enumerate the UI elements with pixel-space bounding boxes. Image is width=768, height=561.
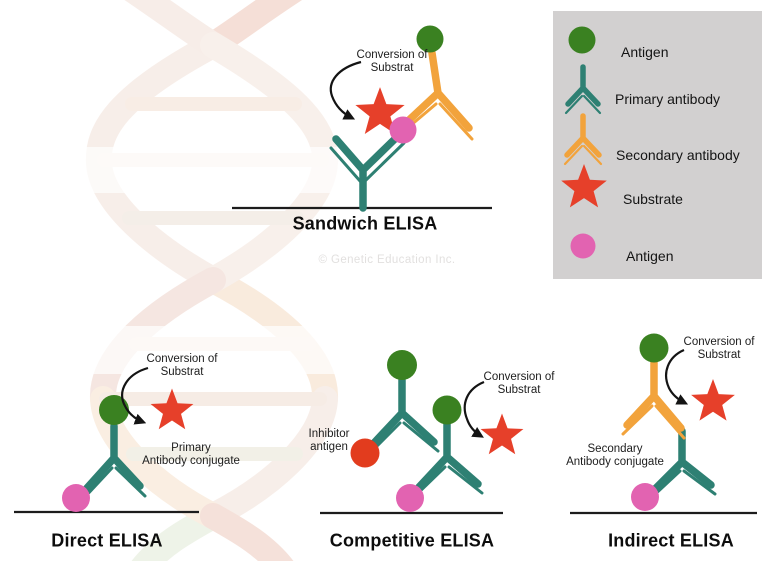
secondary-antibody-icon [621,358,686,440]
direct-elisa-figure [14,366,199,514]
inhibitor-antigen-icon [350,438,380,468]
primary-antibody-icon [329,129,406,212]
indirect-elisa-title: Indirect ELISA [608,530,734,551]
dna-helix-watermark [55,0,345,561]
primary-antibody-icon [413,420,484,498]
watermark-text: © Genetic Education Inc. [318,254,456,266]
antigen-green-icon [432,395,462,425]
primary-antibody-icon [82,422,147,500]
sandwich-elisa-figure [232,25,492,212]
conversion-arrow [665,348,689,405]
legend-box: Antigen Primary antibody Secondary antib… [553,11,762,279]
sandwich-conversion-label: Conversion of Substrat [356,49,428,74]
antigen-green-icon [416,25,444,53]
indirect-conversion-label: Conversion of Substrat [683,336,755,361]
substrate-star-icon [691,378,735,421]
competitive-inhibitor-label: Inhibitor antigen [308,428,350,453]
direct-conversion-label: Conversion of Substrat [146,353,218,378]
antigen-pink-icon [389,116,417,144]
antigen-green-icon [387,350,417,380]
primary-antibody-icon [649,427,717,500]
substrate-star-icon [150,388,194,430]
secondary-antibody-icon [402,49,474,141]
conversion-arrow [121,366,149,425]
antigen-green-icon [99,395,129,425]
competitive-elisa-figure [320,350,524,515]
substrate-star-icon [480,413,524,455]
conversion-arrow [329,60,362,120]
indirect-elisa-figure [570,333,757,515]
legend-label-secondary-antibody: Secondary antibody [616,147,740,163]
antigen-pink-icon [396,484,424,512]
legend-label-antigen-pink: Antigen [626,248,674,264]
antigen-pink-icon [62,484,90,512]
primary-antibody-icon [368,376,440,455]
competitive-elisa-title: Competitive ELISA [329,530,495,551]
conversion-arrow [463,380,485,438]
sandwich-elisa-title: Sandwich ELISA [292,213,438,234]
legend-label-antigen-green: Antigen [621,44,669,60]
legend-label-primary-antibody: Primary antibody [615,91,721,107]
indirect-secondary-conjugate-label: Secondary Antibody conjugate [566,443,664,468]
direct-elisa-title: Direct ELISA [51,530,163,551]
competitive-conversion-label: Conversion of Substrat [483,371,555,396]
substrate-star-icon [355,87,405,134]
direct-primary-conjugate-label: Primary Antibody conjugate [142,442,240,467]
antigen-green-icon [639,333,669,363]
legend-label-substrate: Substrate [623,191,683,207]
antigen-pink-icon [631,483,659,511]
